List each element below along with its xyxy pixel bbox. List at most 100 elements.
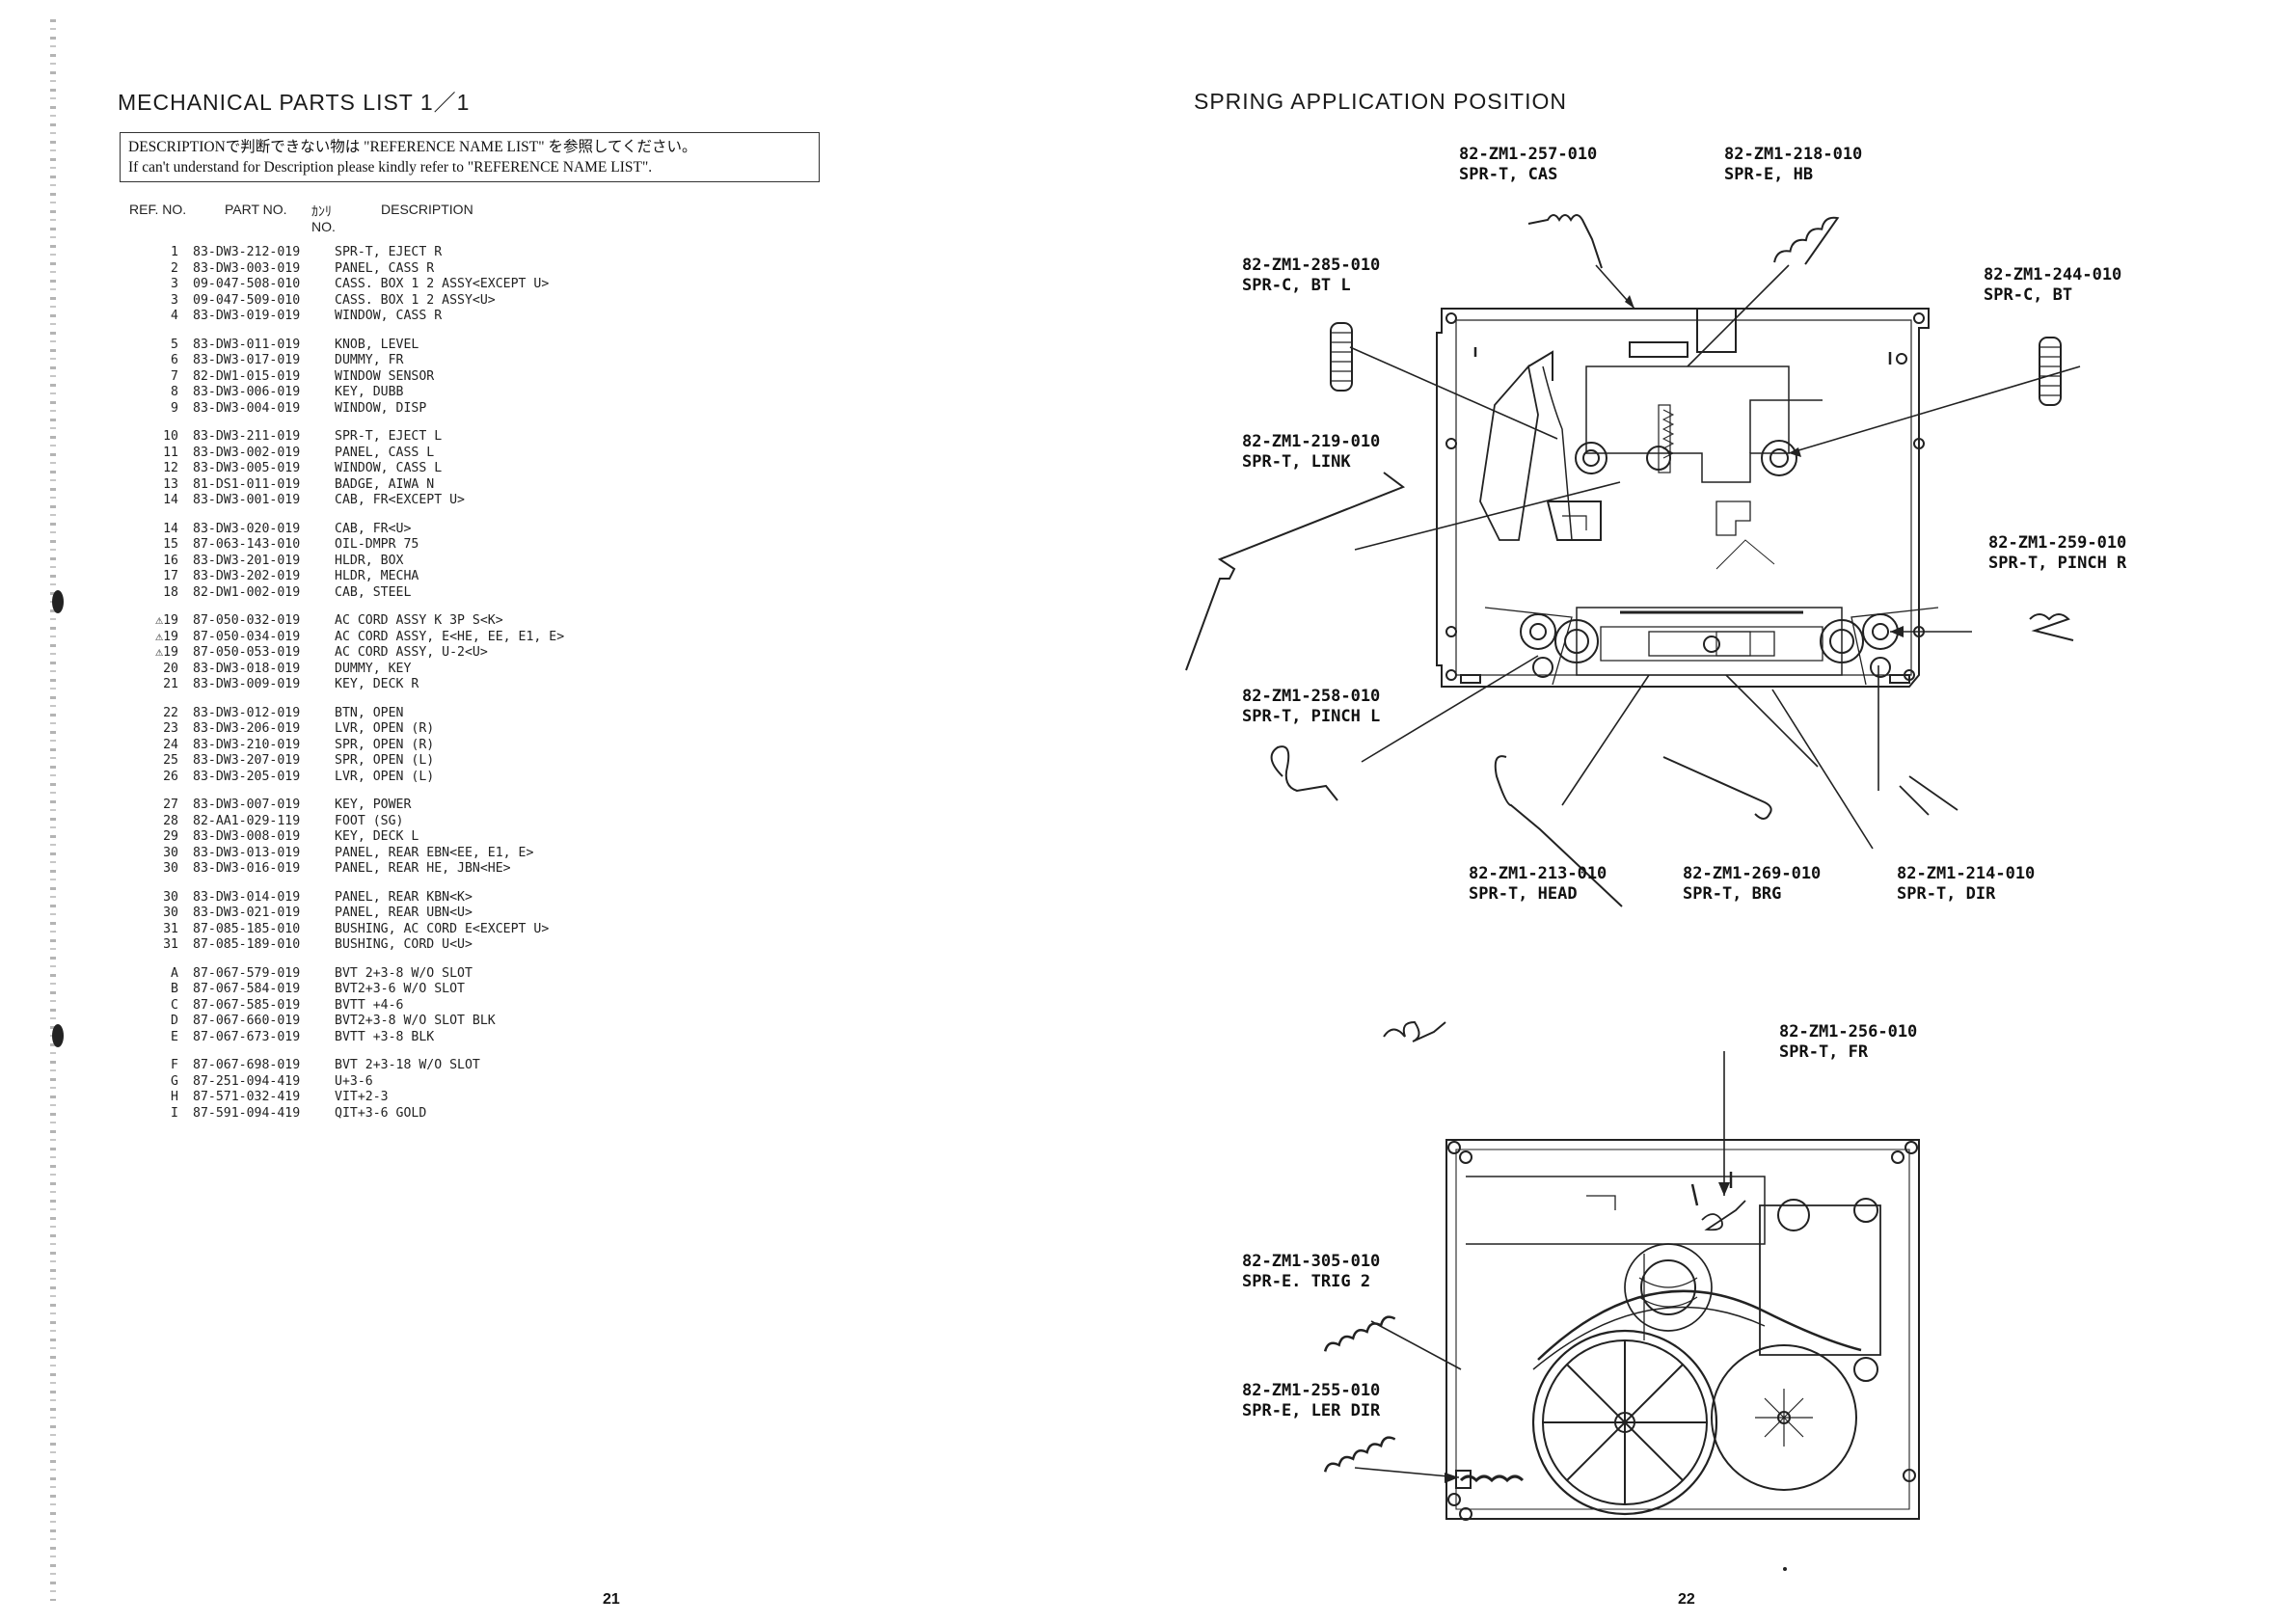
part-ref-no: 13	[163, 476, 178, 492]
part-description: QIT+3-6 GOLD	[335, 1105, 427, 1121]
lower-spring-drawings	[1323, 1020, 1746, 1473]
part-ref-no: ⚠19	[155, 645, 178, 660]
header-description: DESCRIPTION	[381, 202, 473, 217]
part-ref-no: 3	[171, 277, 178, 291]
part-ref-no: 9	[171, 400, 178, 416]
part-description: CAB, STEEL	[335, 584, 412, 600]
part-description: CASS. BOX 1 2 ASSY<U>	[335, 292, 496, 308]
part-number: 09-047-508-010	[193, 277, 301, 291]
part-description: AC CORD ASSY K 3P S<K>	[335, 613, 503, 628]
part-description: SPR, OPEN (L)	[335, 753, 435, 768]
part-number: 87-050-053-019	[193, 645, 301, 660]
part-ref-no: ⚠19	[155, 613, 178, 628]
part-description: KEY, DECK R	[335, 677, 419, 691]
spring-name: SPR-T, PINCH L	[1242, 707, 1381, 726]
spring-position-diagram	[1185, 214, 2081, 1521]
part-ref-no: 2	[171, 260, 178, 276]
leader-lines-lower	[1354, 1051, 1725, 1478]
spring-name: SPR-C, BT L	[1242, 276, 1351, 295]
part-description: PANEL, REAR HE, JBN<HE>	[335, 861, 511, 876]
part-number: 09-047-509-010	[193, 292, 301, 308]
header-kanri-no: NO.	[311, 219, 336, 234]
stray-mark	[1783, 1567, 1787, 1571]
part-ref-no: 8	[171, 385, 178, 399]
part-ref-no: 7	[171, 368, 178, 384]
part-number: 82-DW1-002-019	[193, 584, 301, 600]
header-part-no: PART NO.	[225, 202, 287, 217]
part-ref-no: 20	[163, 661, 178, 676]
part-ref-no: I	[171, 1105, 178, 1121]
part-description: AC CORD ASSY, U-2<U>	[335, 645, 488, 660]
spring-part-number: 82-ZM1-285-010	[1242, 256, 1381, 275]
part-number: 87-050-032-019	[193, 613, 301, 628]
spring-name: SPR-E, LER DIR	[1242, 1401, 1381, 1420]
part-number: 87-067-584-019	[193, 982, 301, 996]
part-description: SPR-T, EJECT L	[335, 429, 443, 444]
spring-name: SPR-T, LINK	[1242, 452, 1351, 472]
part-description: PANEL, REAR UBN<U>	[335, 906, 473, 920]
part-ref-no: 30	[163, 845, 178, 860]
right-page: SPRING APPLICATION POSITION	[1148, 0, 2296, 1623]
part-number: 83-DW3-014-019	[193, 889, 301, 905]
part-number: 83-DW3-003-019	[193, 260, 301, 276]
spring-diagram-title: SPRING APPLICATION POSITION	[1194, 89, 1567, 114]
spring-part-number: 82-ZM1-213-010	[1469, 864, 1607, 883]
upper-mechanism-drawing	[1436, 308, 1939, 688]
part-number: 83-DW3-205-019	[193, 769, 301, 784]
part-description: OIL-DMPR 75	[335, 537, 419, 552]
spring-part-number: 82-ZM1-259-010	[1988, 533, 2127, 553]
part-ref-no: 24	[163, 737, 178, 752]
spring-name: SPR-T, BRG	[1683, 884, 1782, 904]
part-number: 83-DW3-201-019	[193, 553, 301, 568]
page-number-left: 21	[603, 1591, 620, 1608]
part-description: CAB, FR<U>	[335, 521, 412, 536]
spring-name: SPR-C, BT	[1984, 285, 2073, 305]
part-description: WINDOW, CASS L	[335, 461, 443, 475]
part-number: 83-DW3-007-019	[193, 798, 301, 812]
spring-name: SPR-T, CAS	[1459, 165, 1558, 184]
part-number: 83-DW3-001-019	[193, 493, 301, 507]
part-description: HLDR, BOX	[335, 553, 404, 568]
part-description: PANEL, REAR EBN<EE, E1, E>	[335, 845, 534, 860]
part-number: 83-DW3-206-019	[193, 721, 301, 736]
part-number: 83-DW3-005-019	[193, 461, 301, 475]
part-number: 87-067-673-019	[193, 1029, 301, 1044]
part-number: 83-DW3-016-019	[193, 861, 301, 876]
spring-part-number: 82-ZM1-244-010	[1984, 265, 2122, 284]
part-ref-no: 26	[163, 769, 178, 784]
spring-part-number: 82-ZM1-256-010	[1779, 1022, 1918, 1041]
part-number: 83-DW3-006-019	[193, 385, 301, 399]
spring-name: SPR-T, DIR	[1897, 884, 1996, 904]
part-description: BVT 2+3-18 W/O SLOT	[335, 1058, 480, 1072]
part-description: U+3-6	[335, 1073, 373, 1089]
part-number: 83-DW3-021-019	[193, 906, 301, 920]
part-ref-no: 15	[163, 537, 178, 552]
part-number: 83-DW3-211-019	[193, 429, 301, 444]
spring-part-number: 82-ZM1-257-010	[1459, 145, 1598, 164]
part-ref-no: E	[171, 1029, 178, 1044]
part-number: 83-DW3-207-019	[193, 753, 301, 768]
part-number: 87-067-698-019	[193, 1058, 301, 1072]
part-ref-no: 14	[163, 493, 178, 507]
part-ref-no: 4	[171, 309, 178, 323]
part-number: 83-DW3-011-019	[193, 337, 301, 352]
part-ref-no: 25	[163, 753, 178, 768]
part-description: DUMMY, FR	[335, 353, 404, 367]
part-number: 87-063-143-010	[193, 537, 301, 552]
part-description: KEY, POWER	[335, 798, 412, 812]
part-ref-no: 27	[163, 798, 178, 812]
part-number: 87-085-189-010	[193, 937, 301, 952]
spring-part-number: 82-ZM1-258-010	[1242, 687, 1381, 706]
part-description: CAB, FR<EXCEPT U>	[335, 493, 465, 507]
part-description: LVR, OPEN (L)	[335, 769, 435, 784]
reference-note-en: If can't understand for Description plea…	[128, 159, 653, 176]
part-description: BVT2+3-6 W/O SLOT	[335, 982, 465, 996]
part-ref-no: 1	[171, 245, 178, 259]
part-description: BVTT +3-8 BLK	[335, 1029, 435, 1044]
